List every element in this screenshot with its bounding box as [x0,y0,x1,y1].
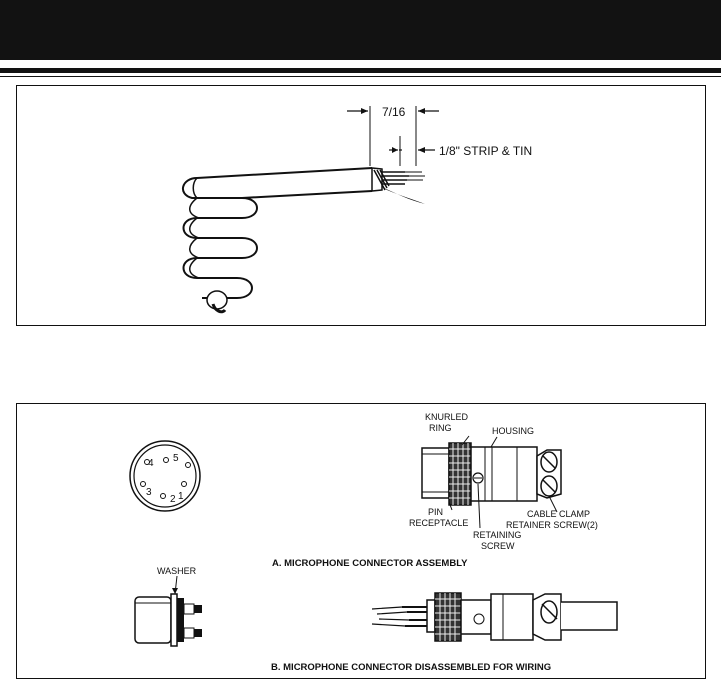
dimension-markers [347,106,439,166]
cable-clamp-label-line2: RETAINER SCREW(2) [506,520,598,530]
caption-a: A. MICROPHONE CONNECTOR ASSEMBLY [272,558,468,569]
washer-view [134,575,202,647]
strip-and-tin-label: 1/8" STRIP & TIN [439,144,532,158]
cable-clamp-label-line1: CABLE CLAMP [527,509,590,519]
cable-strip-drawing: 7/16 1/8" STRIP & TIN [182,105,532,314]
header-rule-thin [0,76,721,77]
retaining-screw-label-line2: SCREW [481,541,515,551]
header-bar [0,0,721,60]
pin-2-label: 2 [170,494,176,505]
connector-pin-face: 4 5 3 2 1 [129,440,201,512]
dimension-7-16-label: 7/16 [382,105,406,119]
microphone-connector-drawing: 4 5 3 2 1 [129,412,618,673]
assembled-connector [421,442,562,506]
knurled-ring-label-line2: RING [429,423,452,433]
pin-1-label: 1 [178,491,184,502]
washer-label: WASHER [157,566,197,576]
pin-receptacle-label-line2: RECEPTACLE [409,518,468,528]
microphone-connector-figure: 4 5 3 2 1 [16,403,706,679]
coiled-cord-illustration [182,167,425,314]
housing-label: HOUSING [492,426,534,436]
retaining-screw-label-line1: RETAINING [473,530,521,540]
pin-5-label: 5 [173,453,179,464]
pin-4-label: 4 [148,458,154,469]
assembly-leader-lines [448,435,558,529]
header-rule-thick [0,68,721,73]
pin-3-label: 3 [146,487,152,498]
pin-receptacle-label-line1: PIN [428,507,443,517]
disassembled-connector [371,592,618,642]
cable-strip-figure: 7/16 1/8" STRIP & TIN [16,85,706,326]
caption-b: B. MICROPHONE CONNECTOR DISASSEMBLED FOR… [271,662,551,673]
knurled-ring-label-line1: KNURLED [425,412,469,422]
